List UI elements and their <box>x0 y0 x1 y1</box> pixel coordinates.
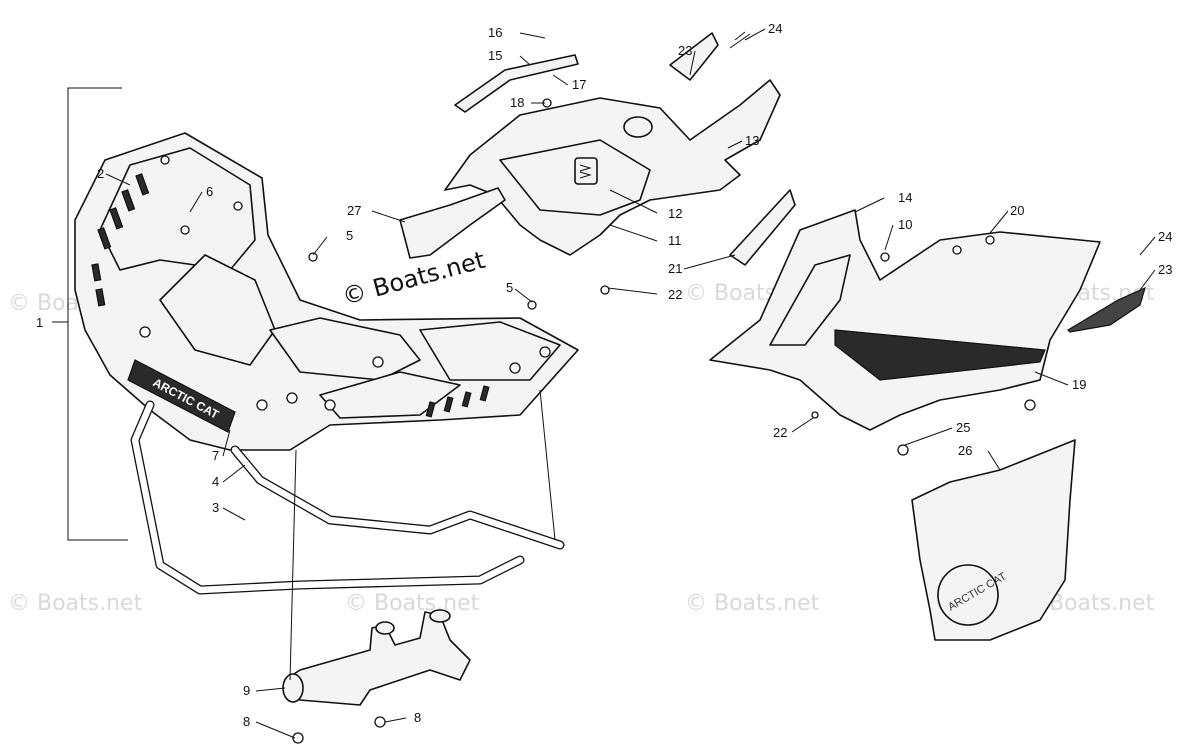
callout-21: 21 <box>668 261 682 276</box>
watermark-4: © Boats.net <box>685 591 820 616</box>
callout-5a: 5 <box>346 228 353 243</box>
callout-12: 12 <box>668 206 682 221</box>
callout-2: 2 <box>97 166 104 181</box>
callout-22b: 22 <box>773 425 787 440</box>
callout-19: 19 <box>1072 377 1086 392</box>
callout-27: 27 <box>347 203 361 218</box>
callout-14: 14 <box>898 190 912 205</box>
callout-5b: 5 <box>506 280 513 295</box>
mount-bracket-part <box>282 609 471 744</box>
callout-3: 3 <box>212 500 219 515</box>
watermark-3: © Boats.net <box>345 591 480 616</box>
callout-13: 13 <box>745 133 759 148</box>
callout-24b: 24 <box>1158 229 1172 244</box>
callout-4: 4 <box>212 474 219 489</box>
grille-part <box>454 54 579 113</box>
callout-10: 10 <box>898 217 912 232</box>
callout-15: 15 <box>488 48 502 63</box>
callout-26: 26 <box>958 443 972 458</box>
right-side-panel-part <box>709 189 1101 431</box>
callout-9: 9 <box>243 683 250 698</box>
callout-1: 1 <box>36 315 43 330</box>
callout-6: 6 <box>206 184 213 199</box>
callout-20: 20 <box>1010 203 1024 218</box>
callout-23a: 23 <box>678 43 692 58</box>
front-hood-part <box>444 79 781 256</box>
leader-lines <box>105 28 1156 739</box>
callout-8a: 8 <box>243 714 250 729</box>
callout-22a: 22 <box>668 287 682 302</box>
callout-18: 18 <box>510 95 524 110</box>
lower-side-panel-part: ARCTIC CAT <box>911 439 1076 641</box>
assembly-bracket <box>52 87 128 541</box>
callout-16: 16 <box>488 25 502 40</box>
callout-7: 7 <box>212 448 219 463</box>
front-rack-part: ARCTIC CAT <box>74 132 579 451</box>
callout-labels: 1 2 3 4 5 5 6 7 8 8 9 10 11 12 13 14 15 … <box>36 21 1172 729</box>
callout-23b: 23 <box>1158 262 1172 277</box>
callout-17: 17 <box>572 77 586 92</box>
fasteners <box>308 98 1036 456</box>
callout-25: 25 <box>956 420 970 435</box>
callout-11: 11 <box>668 233 682 248</box>
callout-24a: 24 <box>768 21 782 36</box>
side-gusset-part <box>399 187 506 259</box>
watermark-2: © Boats.net <box>8 591 143 616</box>
callout-8b: 8 <box>414 710 421 725</box>
front-bumper-part <box>130 400 565 595</box>
mesh-screen-part <box>1067 286 1146 333</box>
